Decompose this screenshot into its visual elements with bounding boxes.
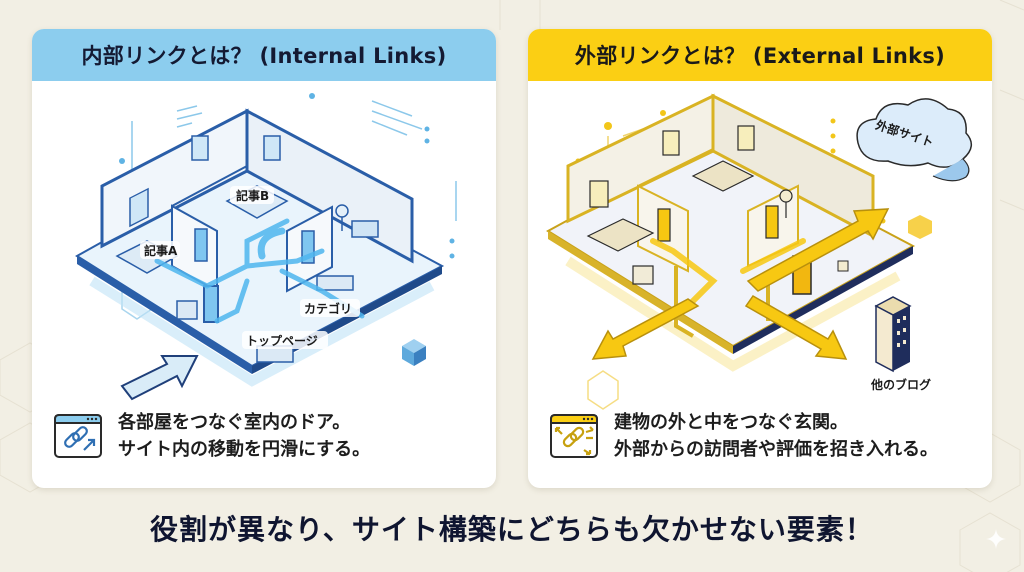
cloud-external-site-icon: 外部サイト: [856, 98, 972, 182]
label-top-page: トップページ: [242, 331, 328, 349]
sparkle-icon: [986, 529, 1006, 549]
internal-links-description: 各部屋をつなぐ室内のドア。 サイト内の移動を円滑にする。: [52, 409, 370, 463]
entrance-arrow-icon: [120, 355, 199, 401]
external-link-paths: [650, 238, 806, 309]
svg-text:カテゴリ: カテゴリ: [304, 301, 352, 316]
internal-links-house-illustration: 記事A 記事B カテゴリ トップページ: [75, 93, 457, 401]
label-category: カテゴリ: [300, 299, 360, 317]
arrow-to-other-blog-icon: [744, 295, 848, 360]
arrow-outward-left-icon: [591, 298, 700, 360]
label-article-a: 記事A: [140, 241, 180, 259]
svg-text:トップページ: トップページ: [246, 333, 318, 348]
external-links-description: 建物の外と中をつなぐ玄関。 外部からの訪問者や評価を招き入れる。: [548, 409, 938, 463]
svg-text:記事B: 記事B: [236, 188, 269, 203]
building-other-blog-icon: 他のブログ: [870, 296, 931, 392]
internal-description-line-2: サイト内の移動を円滑にする。: [118, 439, 371, 460]
summary-tagline: 役割が異なり、サイト構築にどちらも欠かせない要素！: [150, 513, 874, 546]
svg-text:他のブログ: 他のブログ: [870, 377, 931, 392]
arrow-to-external-site-icon: [746, 208, 890, 292]
internal-links-title: 内部リンクとは？ (Internal Links): [32, 29, 496, 81]
svg-text:記事A: 記事A: [144, 243, 178, 258]
external-description-line-1: 建物の外と中をつなぐ玄関。: [614, 412, 848, 433]
browser-link-arrows-icon: [550, 414, 598, 458]
internal-link-paths: [154, 218, 365, 324]
internal-links-card: 内部リンクとは？ (Internal Links): [32, 29, 496, 488]
label-article-b: 記事B: [230, 186, 274, 204]
external-links-card: 外部リンクとは？ (External Links): [528, 29, 992, 488]
external-description-line-2: 外部からの訪問者や評価を招き入れる。: [614, 439, 938, 460]
cube-icon: [402, 339, 426, 366]
internal-description-line-1: 各部屋をつなぐ室内のドア。: [118, 412, 351, 433]
external-links-title: 外部リンクとは？ (External Links): [528, 29, 992, 81]
browser-link-icon: [54, 414, 102, 458]
external-links-house-illustration: 外部サイト 他のブログ: [546, 93, 972, 410]
